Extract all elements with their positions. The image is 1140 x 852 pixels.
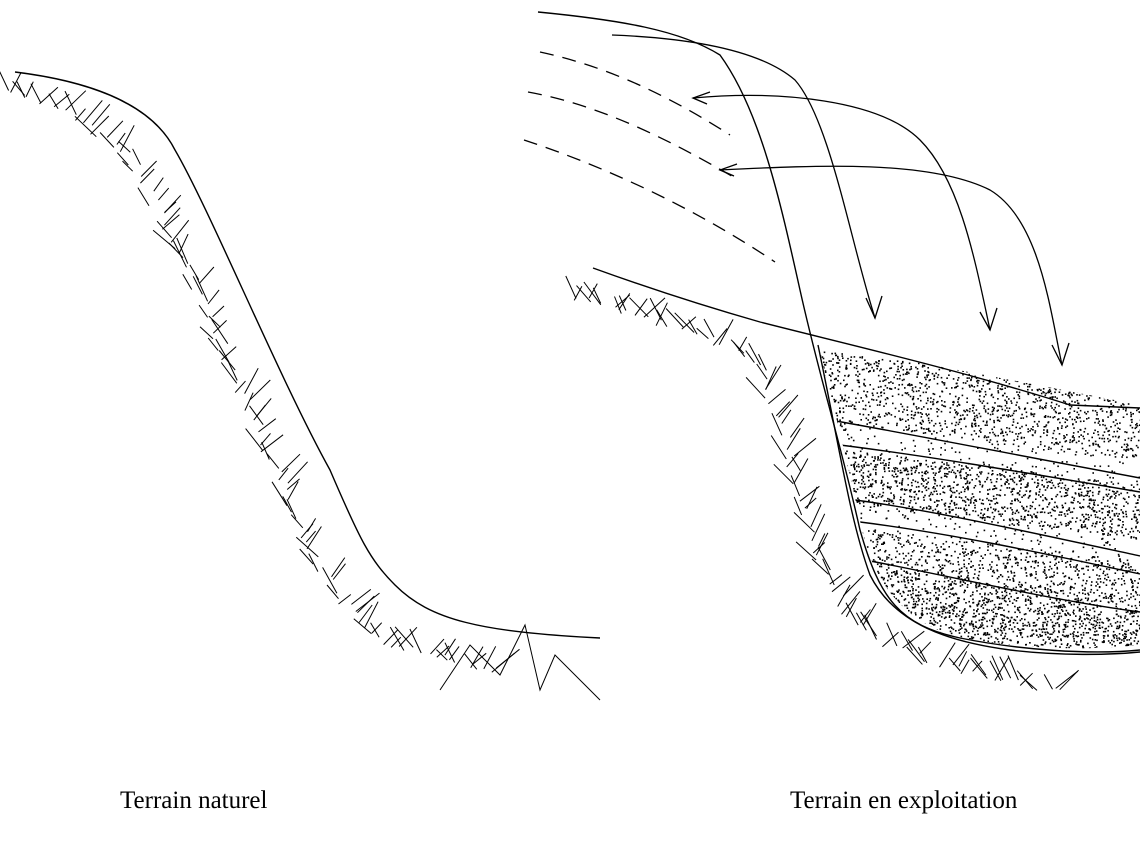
natural-slope-profile — [15, 72, 600, 638]
exploited-terrain-panel — [524, 12, 1140, 693]
caption-natural-terrain: Terrain naturel — [120, 787, 267, 815]
natural-terrain-panel — [0, 71, 600, 700]
bench-separators — [830, 420, 1140, 612]
fill-benches — [815, 351, 1140, 693]
original-slope-profile — [538, 12, 1140, 652]
natural-rock-hatching — [0, 71, 600, 700]
arrow-heads — [693, 92, 1069, 365]
caption-exploited-terrain: Terrain en exploitation — [790, 787, 1017, 815]
